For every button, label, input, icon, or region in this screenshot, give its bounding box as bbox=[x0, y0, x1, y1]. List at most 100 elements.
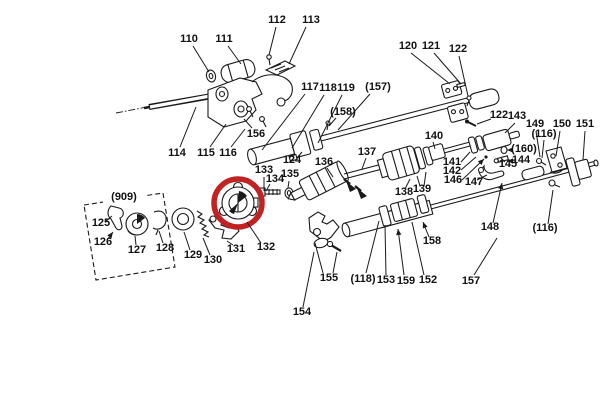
screw-part-116-top bbox=[535, 157, 547, 166]
detail-box-909 bbox=[83, 190, 176, 281]
bolt-part-116-bottom bbox=[548, 179, 561, 188]
part-label-131: 131 bbox=[227, 243, 245, 255]
part-label-159: 159 bbox=[397, 275, 415, 287]
leader-line bbox=[492, 182, 503, 224]
part-label-151: 151 bbox=[576, 118, 594, 130]
washer-part-138 bbox=[414, 146, 426, 170]
leader-arrowhead bbox=[507, 158, 513, 164]
leader-line bbox=[384, 224, 387, 276]
upper-rod bbox=[320, 96, 472, 142]
part-label-141: 141 bbox=[443, 156, 461, 168]
pin-part-146 bbox=[484, 155, 488, 159]
thin-rod-right bbox=[443, 141, 471, 154]
leader-line bbox=[433, 52, 462, 85]
ring-part-158-bottom bbox=[416, 194, 430, 214]
ring-part-135 bbox=[284, 187, 294, 199]
part-label-158: 158 bbox=[423, 235, 441, 247]
screw-part-112 bbox=[266, 54, 272, 66]
tube-part-124 bbox=[247, 128, 324, 166]
leader-line bbox=[460, 156, 477, 171]
leader-line bbox=[202, 237, 211, 256]
leader-line bbox=[326, 167, 334, 178]
leader-line bbox=[411, 221, 425, 276]
part-label-119: 119 bbox=[337, 82, 355, 94]
screws-part-156 bbox=[246, 106, 267, 128]
part-label-116: 116 bbox=[219, 147, 237, 159]
part-label-147: 147 bbox=[465, 176, 483, 188]
clip-part-128 bbox=[152, 210, 167, 236]
housing-bracket bbox=[207, 74, 293, 128]
part-label-152: 152 bbox=[419, 274, 437, 286]
part-label-158: (158) bbox=[330, 106, 356, 118]
part-label-115: 115 bbox=[197, 147, 215, 159]
drum-part-127 bbox=[125, 212, 149, 236]
leader-line bbox=[230, 128, 246, 148]
part-label-153: 153 bbox=[377, 274, 395, 286]
leader-line bbox=[423, 171, 427, 187]
part-label-148: 148 bbox=[481, 221, 499, 233]
leader-arrowhead bbox=[422, 222, 428, 229]
part-label-145: 145 bbox=[499, 158, 517, 170]
part-label-127: 127 bbox=[128, 244, 146, 256]
washer-part-160 bbox=[500, 145, 508, 155]
highlight-circle bbox=[211, 176, 265, 230]
part-label-136: 136 bbox=[315, 156, 333, 168]
part-label-138: 138 bbox=[395, 186, 413, 198]
leader-line bbox=[261, 93, 306, 151]
bushing-part-151 bbox=[565, 157, 592, 187]
leader-line bbox=[226, 240, 234, 246]
part-label-909: (909) bbox=[111, 191, 137, 203]
part-label-110: 110 bbox=[180, 33, 198, 45]
yoke-part-154 bbox=[308, 211, 340, 249]
leader-line bbox=[504, 122, 516, 134]
part-label-121: 121 bbox=[422, 40, 440, 52]
leader-line bbox=[416, 175, 421, 187]
leader-line bbox=[296, 151, 303, 159]
part-label-143: 143 bbox=[508, 110, 526, 122]
part-label-112: 112 bbox=[268, 14, 286, 26]
bushing-part-142 bbox=[475, 135, 485, 151]
leader-line bbox=[287, 180, 290, 189]
part-label-139: 139 bbox=[413, 183, 431, 195]
part-label-132: 132 bbox=[257, 241, 275, 253]
leader-arrowhead bbox=[498, 183, 504, 190]
leader-line bbox=[134, 235, 137, 246]
part-label-155: 155 bbox=[320, 272, 338, 284]
part-label-154: 154 bbox=[293, 306, 312, 318]
leader-arrowhead bbox=[507, 147, 513, 153]
leader-line bbox=[535, 130, 541, 158]
drum-part-137 bbox=[376, 145, 420, 181]
collar-part-153 bbox=[378, 205, 392, 227]
screw-part-155 bbox=[326, 240, 342, 252]
leader-line bbox=[473, 237, 498, 276]
bushing-part-111 bbox=[220, 59, 256, 83]
leader-line bbox=[432, 141, 436, 150]
leader-arrowhead bbox=[477, 159, 484, 166]
part-label-133: 133 bbox=[255, 164, 273, 176]
leader-line bbox=[183, 231, 191, 251]
part-label-160: (160) bbox=[511, 143, 537, 155]
pin-part-149 bbox=[521, 165, 545, 181]
leader-arrowhead bbox=[107, 232, 113, 239]
part-label-122: 122 bbox=[449, 43, 467, 55]
leader-line bbox=[227, 45, 242, 65]
leader-line bbox=[105, 215, 113, 222]
leader-line bbox=[314, 242, 324, 274]
leader-line bbox=[246, 221, 262, 244]
washer-part-110 bbox=[205, 69, 217, 83]
leader-line bbox=[476, 174, 488, 181]
leader-line bbox=[500, 157, 506, 163]
part-label-129: 129 bbox=[184, 249, 202, 261]
coupling-part-132-highlighted bbox=[218, 181, 259, 220]
part-label-144: 144 bbox=[512, 154, 531, 166]
leader-line bbox=[476, 118, 492, 125]
leader-line bbox=[458, 55, 469, 97]
leader-line bbox=[328, 117, 337, 127]
part-label-142: 142 bbox=[443, 165, 461, 177]
leader-line bbox=[547, 189, 554, 225]
bolt-part-122-top bbox=[466, 95, 472, 107]
part-label-116: (116) bbox=[531, 128, 556, 140]
leader-line bbox=[288, 26, 307, 65]
part-label-137: 137 bbox=[358, 146, 376, 158]
